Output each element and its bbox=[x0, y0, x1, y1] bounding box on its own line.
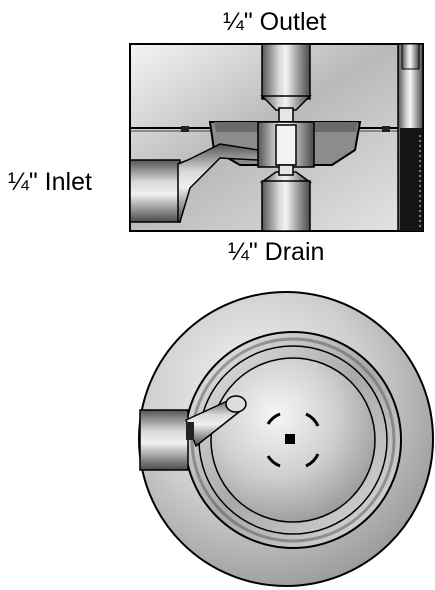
inlet-stub bbox=[139, 409, 189, 471]
drain-label: ¼" Drain bbox=[228, 238, 325, 266]
marker-left bbox=[181, 126, 189, 132]
inlet-fitting bbox=[129, 159, 181, 223]
side-fitting-dark bbox=[400, 128, 423, 231]
outlet-fitting bbox=[261, 43, 311, 100]
side-section-view bbox=[129, 43, 424, 232]
inlet-passage bbox=[177, 143, 259, 223]
center-drain bbox=[285, 434, 295, 444]
marker-right bbox=[382, 126, 390, 132]
drain-fitting bbox=[261, 180, 311, 232]
drain-passage bbox=[278, 164, 294, 176]
outlet-passage bbox=[278, 107, 294, 123]
center-vent-marks bbox=[266, 412, 320, 468]
outlet-label: ¼" Outlet bbox=[223, 8, 327, 36]
top-view bbox=[138, 291, 434, 587]
inlet-label: ¼" Inlet bbox=[8, 168, 92, 196]
